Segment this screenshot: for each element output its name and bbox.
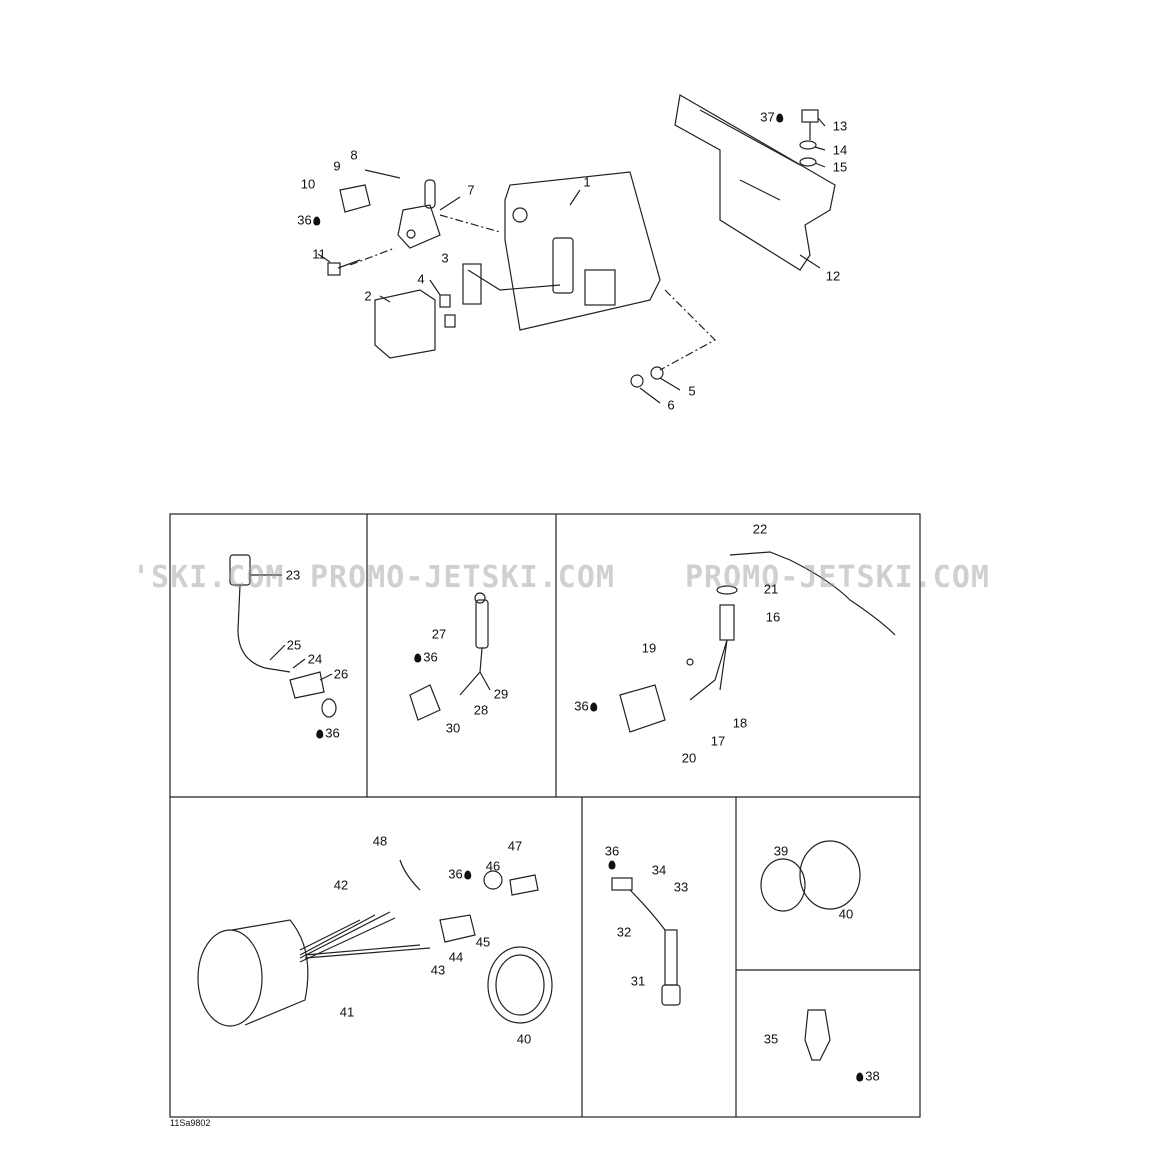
callout-8: 8: [350, 147, 358, 163]
callout-48: 48: [372, 833, 388, 849]
lubricant-drop-icon: [464, 870, 472, 880]
callout-26: 26: [333, 666, 349, 682]
callout-19: 19: [641, 640, 657, 656]
callout-40: 40: [838, 906, 854, 922]
callout-2: 2: [364, 288, 372, 304]
callout-35: 35: [763, 1031, 779, 1047]
callout-42: 42: [333, 877, 349, 893]
callout-38: 38: [854, 1069, 880, 1084]
lubricant-drop-icon: [414, 653, 422, 663]
callout-25: 25: [286, 637, 302, 653]
callout-29: 29: [493, 686, 509, 702]
callout-15: 15: [832, 159, 848, 175]
callout-44: 44: [448, 949, 464, 965]
callout-36: 36: [297, 213, 322, 228]
callout-13: 13: [832, 118, 848, 134]
callout-4: 4: [417, 271, 425, 287]
watermark: PROMO-JETSKI.COM: [310, 560, 615, 595]
lubricant-drop-icon: [607, 857, 618, 872]
callout-17: 17: [710, 733, 726, 749]
bracket: [674, 94, 836, 271]
callout-22: 22: [752, 521, 768, 537]
callout-34: 34: [651, 862, 667, 878]
callout-33: 33: [673, 879, 689, 895]
lubricant-drop-icon: [316, 729, 324, 739]
callout-46: 46: [485, 858, 501, 874]
module-housing: [504, 171, 661, 331]
callout-20: 20: [681, 750, 697, 766]
callout-11: 11: [312, 246, 326, 262]
callout-9: 9: [333, 158, 341, 174]
callout-37: 37: [760, 110, 785, 125]
callout-36: 36: [412, 650, 438, 665]
callout-43: 43: [430, 962, 446, 978]
callout-36: 36: [448, 867, 473, 882]
lubricant-drop-icon: [590, 702, 598, 712]
lubricant-drop-icon: [313, 216, 321, 226]
callout-7: 7: [467, 182, 475, 198]
callout-36: 36: [574, 699, 599, 714]
callout-36: 36: [314, 726, 340, 741]
callout-40: 40: [516, 1031, 532, 1047]
callout-21: 21: [763, 581, 779, 597]
fuse-box: [374, 289, 436, 359]
relay: [397, 204, 441, 249]
callout-47: 47: [507, 838, 523, 854]
callout-3: 3: [441, 250, 449, 266]
callout-10: 10: [300, 176, 316, 192]
callout-28: 28: [473, 702, 489, 718]
callout-1: 1: [583, 174, 591, 190]
callout-41: 41: [339, 1004, 355, 1020]
panel-frame: [169, 513, 921, 1118]
callout-12: 12: [825, 268, 841, 284]
callout-39: 39: [773, 843, 789, 859]
callout-45: 45: [475, 934, 491, 950]
callout-23: 23: [285, 567, 301, 583]
callout-30: 30: [445, 720, 461, 736]
callout-32: 32: [616, 924, 632, 940]
callout-5: 5: [688, 383, 696, 399]
callout-18: 18: [732, 715, 748, 731]
callout-24: 24: [307, 651, 323, 667]
callout-16: 16: [765, 609, 781, 625]
watermark: PROMO-JETSKI.COM: [685, 560, 990, 595]
watermark: 'SKI.COM: [132, 560, 285, 595]
callout-31: 31: [630, 973, 646, 989]
callout-6: 6: [667, 397, 675, 413]
callout-27: 27: [431, 626, 447, 642]
lubricant-drop-icon: [776, 113, 784, 123]
callout-14: 14: [832, 142, 848, 158]
lubricant-drop-icon: [856, 1072, 864, 1082]
callout-36: 36: [604, 843, 620, 859]
drawing-code: 11Sa9802: [170, 1118, 211, 1128]
